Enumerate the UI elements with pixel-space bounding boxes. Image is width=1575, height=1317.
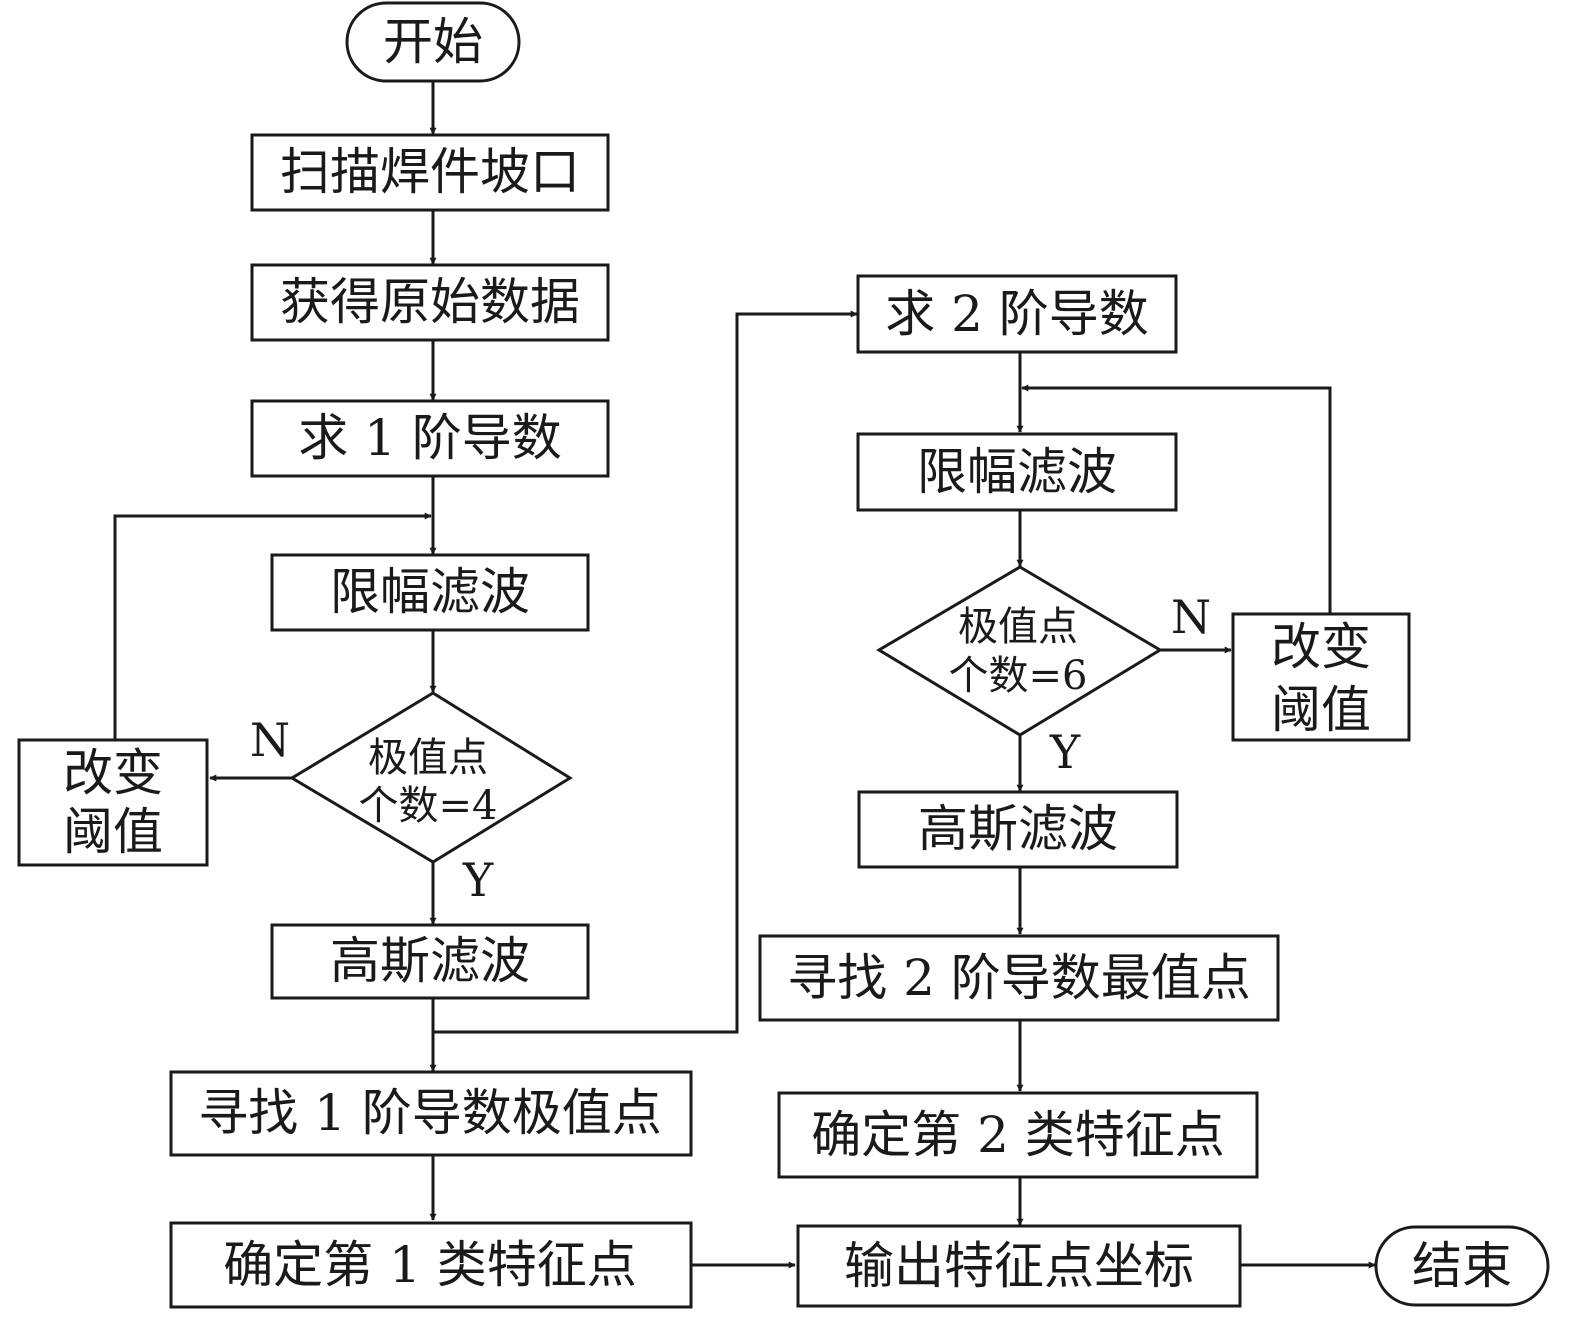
- arrow-gauss-to-deriv2: [433, 310, 858, 1034]
- end-label: 结束: [1412, 1237, 1512, 1295]
- output-coordinates-label: 输出特征点坐标: [844, 1237, 1194, 1295]
- gauss-filter-label-right: 高斯滤波: [918, 800, 1118, 858]
- decision-right-line1: 极值点: [958, 604, 1078, 650]
- scan-groove-box: 扫描焊件坡口: [250, 133, 610, 212]
- second-derivative-box: 求 2 阶导数: [856, 274, 1178, 354]
- change-threshold-box-right: 改变 阈值: [1231, 612, 1411, 742]
- limit-filter-box-right: 限幅滤波: [856, 432, 1178, 512]
- decision-left-line2: 个数=4: [359, 783, 498, 829]
- change-threshold-box-left: 改变 阈值: [17, 738, 209, 867]
- first-derivative-box: 求 1 阶导数: [250, 399, 610, 478]
- decision-right-line2: 个数=6: [949, 653, 1088, 699]
- yes-label-left: Y: [462, 853, 494, 907]
- no-label-left: N: [250, 713, 290, 767]
- end-node: 结束: [1374, 1225, 1550, 1307]
- change-threshold-right-line2: 阈值: [1271, 681, 1371, 739]
- change-threshold-left-line1: 改变: [63, 744, 163, 802]
- find-extreme-box: 寻找 1 阶导数极值点: [169, 1070, 693, 1157]
- limit-filter-box-left: 限幅滤波: [270, 553, 590, 632]
- arrow-change-loop-back-right: [1021, 384, 1332, 614]
- find-max-box: 寻找 2 阶导数最值点: [758, 934, 1280, 1022]
- raw-data-box: 获得原始数据: [250, 263, 610, 342]
- connectors: [113, 82, 1376, 1269]
- first-derivative-label: 求 1 阶导数: [298, 409, 562, 467]
- yes-label-right: Y: [1049, 725, 1081, 779]
- gauss-filter-box-left: 高斯滤波: [270, 923, 590, 1000]
- change-threshold-left-line2: 阈值: [63, 803, 163, 861]
- decision-diamond-right: 极值点 个数=6: [876, 565, 1163, 737]
- type1-points-box: 确定第 1 类特征点: [169, 1221, 693, 1309]
- arrow-change-loop-back: [113, 512, 432, 740]
- gauss-filter-box-right: 高斯滤波: [857, 790, 1179, 869]
- start-node: 开始: [345, 1, 521, 83]
- second-derivative-label: 求 2 阶导数: [885, 285, 1149, 343]
- limit-filter-label-left: 限幅滤波: [330, 563, 530, 621]
- change-threshold-right-line1: 改变: [1271, 618, 1371, 676]
- start-label: 开始: [383, 13, 483, 71]
- decision-diamond-left: 极值点 个数=4: [289, 691, 573, 864]
- scan-groove-label: 扫描焊件坡口: [280, 143, 580, 201]
- find-max-label: 寻找 2 阶导数最值点: [787, 949, 1251, 1007]
- raw-data-label: 获得原始数据: [280, 273, 580, 331]
- type2-points-label: 确定第 2 类特征点: [811, 1106, 1225, 1164]
- no-label-right: N: [1171, 590, 1211, 644]
- gauss-filter-label-left: 高斯滤波: [330, 932, 530, 990]
- output-coordinates-box: 输出特征点坐标: [796, 1224, 1242, 1308]
- type2-points-box: 确定第 2 类特征点: [777, 1091, 1259, 1179]
- type1-points-label: 确定第 1 类特征点: [223, 1236, 637, 1294]
- limit-filter-label-right: 限幅滤波: [917, 443, 1117, 501]
- find-extreme-label: 寻找 1 阶导数极值点: [198, 1084, 662, 1142]
- decision-left-line1: 极值点: [368, 735, 488, 781]
